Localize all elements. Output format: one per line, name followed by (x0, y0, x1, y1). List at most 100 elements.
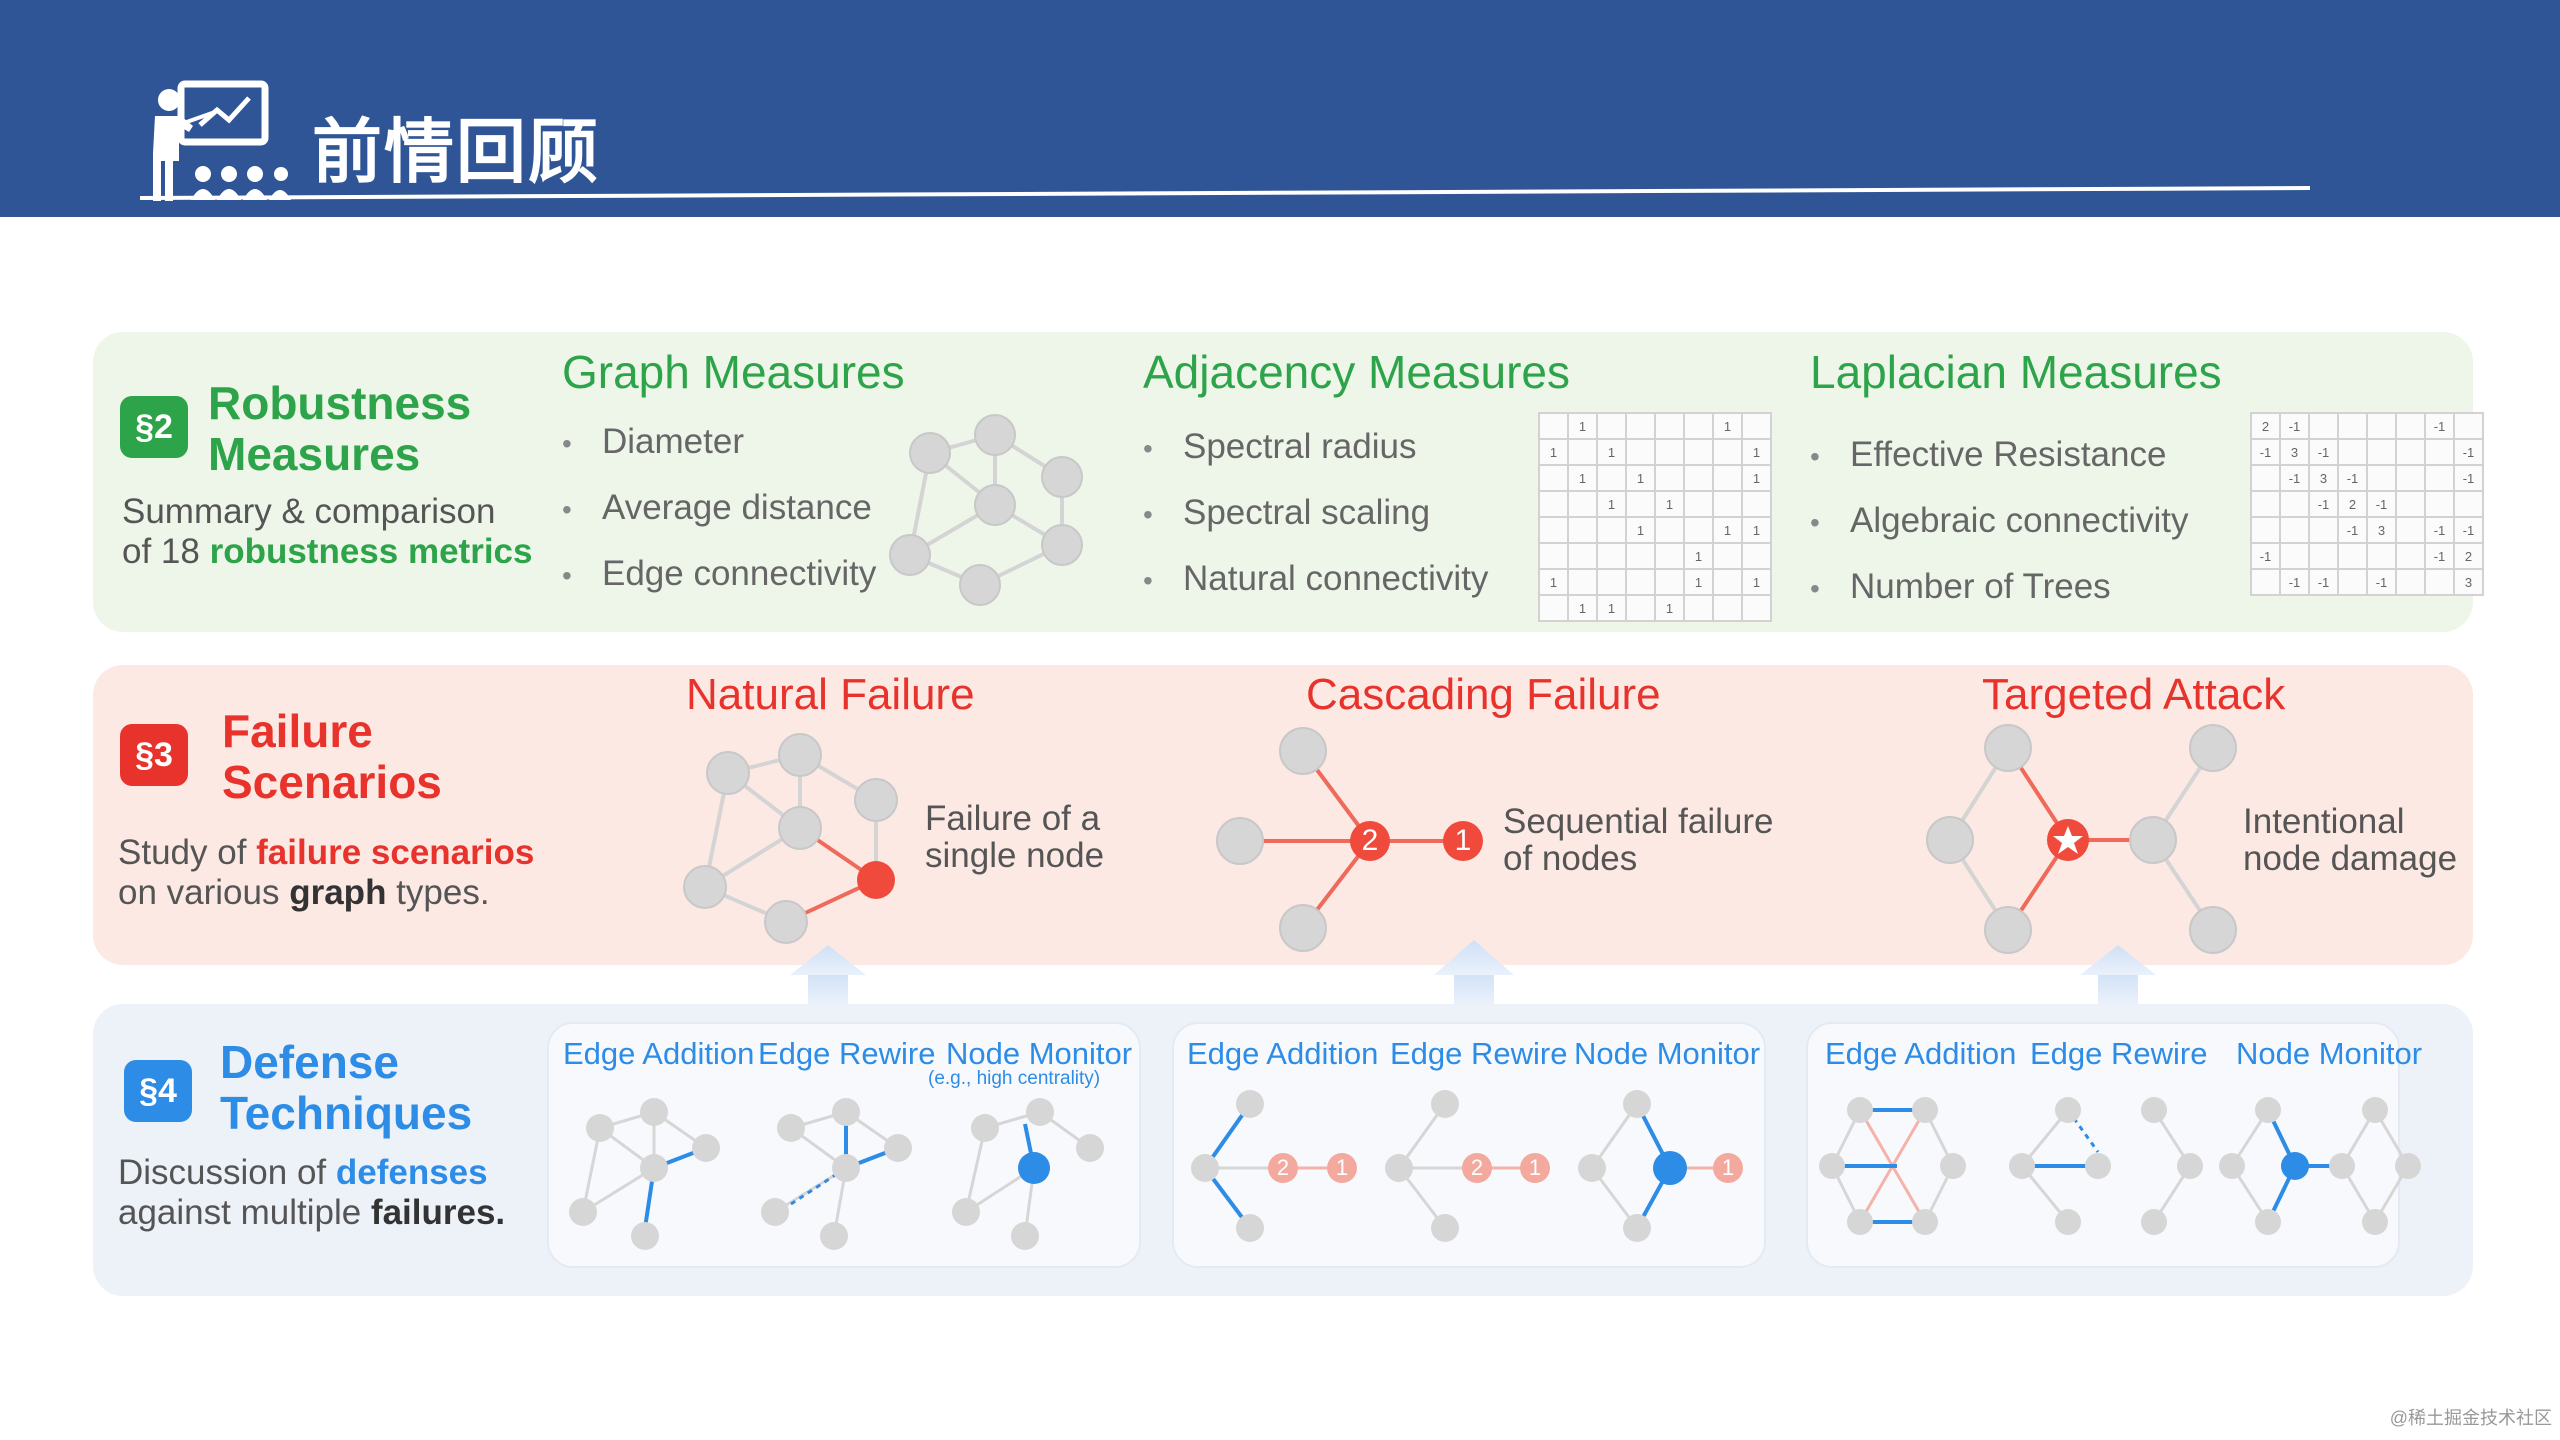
failure-desc: Study of failure scenarios on various gr… (118, 833, 534, 913)
adjacency-matrix-cell: 1 (1596, 438, 1627, 466)
cascade-node-2-label: 2 (1361, 824, 1379, 857)
adjacency-matrix-cell (1654, 516, 1685, 544)
laplacian-matrix-cell (2395, 516, 2426, 544)
laplacian-matrix-cell (2424, 490, 2455, 518)
laplacian-measures-list: Effective Resistance Algebraic connectiv… (1810, 435, 2189, 633)
defense-cascade-node-2: 2 (1276, 1155, 1290, 1180)
graph-measures-title: Graph Measures (562, 346, 905, 398)
natural-failure-desc: Failure of a single node (925, 800, 1104, 874)
laplacian-matrix-cell (2337, 542, 2368, 570)
page-title: 前情回顾 (312, 111, 600, 193)
laplacian-matrix-cell (2250, 490, 2281, 518)
adjacency-matrix-cell (1683, 516, 1714, 544)
edge-rewire-label: Edge Rewire (1390, 1036, 1568, 1071)
adjacency-matrix-cell (1567, 568, 1598, 596)
adjacency-matrix-cell (1712, 568, 1743, 596)
robustness-desc: Summary & comparison of 18 robustness me… (122, 492, 532, 572)
adjacency-matrix-cell (1654, 464, 1685, 492)
targeted-attack-desc-line2: node damage (2243, 839, 2458, 878)
laplacian-matrix-cell: 3 (2453, 568, 2484, 596)
adjacency-measure-item: Spectral scaling (1143, 493, 1488, 559)
laplacian-matrix-cell: -1 (2366, 490, 2397, 518)
laplacian-matrix-cell: -1 (2366, 568, 2397, 596)
laplacian-matrix-cell: -1 (2279, 568, 2310, 596)
cascading-failure-desc-line1: Sequential failure (1503, 802, 1774, 841)
graph-measures-list: Diameter Average distance Edge connectiv… (562, 422, 876, 620)
cascading-failure-desc-line2: of nodes (1503, 839, 1638, 878)
laplacian-matrix-cell: 3 (2279, 438, 2310, 466)
laplacian-matrix-cell: 3 (2308, 464, 2339, 492)
defense-cascade-node-1: 1 (1335, 1155, 1349, 1180)
adjacency-matrix-cell (1596, 516, 1627, 544)
adjacency-matrix-cell: 1 (1683, 568, 1714, 596)
adjacency-matrix-cell (1712, 438, 1743, 466)
laplacian-matrix-cell: -1 (2337, 464, 2368, 492)
laplacian-matrix-cell: 2 (2250, 412, 2281, 440)
laplacian-matrix-cell: -1 (2337, 516, 2368, 544)
laplacian-matrix-cell: 2 (2337, 490, 2368, 518)
defense-cascade-node-1: 1 (1721, 1155, 1735, 1180)
adjacency-matrix-cell: 1 (1741, 438, 1772, 466)
targeted-attack-desc-line1: Intentional (2243, 802, 2405, 841)
adjacency-matrix-cell (1654, 438, 1685, 466)
robustness-desc-emphasis: robustness metrics (209, 532, 533, 571)
defense-title-line2: Techniques (220, 1087, 473, 1139)
cascading-failure-title: Cascading Failure (1306, 670, 1661, 719)
laplacian-matrix-cell (2366, 464, 2397, 492)
adjacency-matrix-cell (1741, 542, 1772, 570)
adjacency-matrix-cell (1712, 490, 1743, 518)
laplacian-matrix-cell: -1 (2250, 542, 2281, 570)
adjacency-matrix-cell (1712, 542, 1743, 570)
laplacian-matrix-cell (2395, 464, 2426, 492)
laplacian-matrix-cell (2366, 542, 2397, 570)
defense-cascade-node-1: 1 (1528, 1155, 1542, 1180)
defense-desc: Discussion of defenses against multiple … (118, 1153, 505, 1233)
node-monitor-label: Node Monitor (2236, 1036, 2423, 1071)
adjacency-matrix-cell: 1 (1567, 412, 1598, 440)
adjacency-matrix-cell (1538, 542, 1569, 570)
failure-title: Failure Scenarios (222, 706, 442, 808)
adjacency-matrix-cell: 1 (1538, 438, 1569, 466)
laplacian-measures-title: Laplacian Measures (1810, 346, 2222, 398)
edge-rewire-label: Edge Rewire (2030, 1036, 2208, 1071)
edge-addition-label: Edge Addition (1187, 1036, 1379, 1071)
adjacency-matrix-cell: 1 (1538, 568, 1569, 596)
robustness-title-line2: Measures (208, 428, 421, 480)
watermark: @稀土掘金技术社区 (2389, 1408, 2552, 1428)
graph-measure-item: Diameter (562, 422, 876, 488)
adjacency-matrix-cell: 1 (1625, 516, 1656, 544)
adjacency-matrix-cell: 1 (1741, 464, 1772, 492)
adjacency-matrix-cell: 1 (1683, 542, 1714, 570)
adjacency-matrix-cell: 1 (1741, 516, 1772, 544)
adjacency-matrix-cell (1741, 594, 1772, 622)
laplacian-matrix-cell (2308, 542, 2339, 570)
section-badge-2: §2 (120, 396, 188, 458)
laplacian-matrix-cell (2279, 516, 2310, 544)
robustness-title-line1: Robustness (208, 377, 472, 429)
laplacian-matrix-cell: -1 (2308, 568, 2339, 596)
adjacency-measure-item: Spectral radius (1143, 427, 1488, 493)
laplacian-matrix-cell (2395, 490, 2426, 518)
adjacency-matrix-cell (1654, 412, 1685, 440)
adjacency-matrix-cell (1538, 464, 1569, 492)
adjacency-matrix-cell (1654, 568, 1685, 596)
adjacency-matrix-cell (1625, 490, 1656, 518)
laplacian-matrix-cell (2366, 412, 2397, 440)
adjacency-matrix-cell (1654, 542, 1685, 570)
section-badge-4: §4 (124, 1060, 192, 1122)
defense-desc-prefix: Discussion of (118, 1153, 336, 1192)
laplacian-matrix-cell (2366, 438, 2397, 466)
adjacency-matrix-cell (1538, 594, 1569, 622)
laplacian-matrix-cell: -1 (2424, 412, 2455, 440)
laplacian-measure-item: Effective Resistance (1810, 435, 2189, 501)
laplacian-matrix-cell: -1 (2250, 438, 2281, 466)
